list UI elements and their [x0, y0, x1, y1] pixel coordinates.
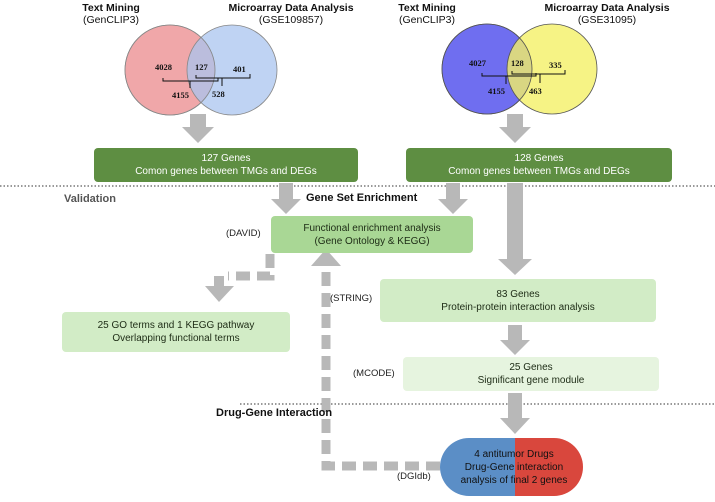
box-ppi-line1: 83 Genes	[496, 288, 540, 300]
venn-right-bracket-right	[511, 70, 566, 83]
venn-left-value-left-total: 4155	[172, 90, 189, 100]
dashed-arrow-drugs-to-enrichment	[321, 262, 440, 471]
venn-left-value-overlap: 127	[195, 62, 208, 72]
tool-david: (DAVID)	[226, 228, 261, 239]
box-go-terms: 25 GO terms and 1 KEGG pathway Overlappi…	[62, 312, 290, 352]
venn-left-value-left-only: 4028	[155, 62, 172, 72]
drugs-pill-left	[440, 438, 515, 496]
right-header-text-mining: Text Mining (GenCLIP3)	[392, 2, 462, 26]
venn-right-value-left-only: 4027	[469, 58, 486, 68]
left-header-text-mining-sub: (GenCLIP3)	[82, 14, 140, 26]
box-go-terms-line2: Overlapping functional terms	[112, 333, 240, 344]
right-header-text-mining-title: Text Mining	[398, 2, 456, 14]
section-gene-set-enrichment: Gene Set Enrichment	[306, 192, 418, 204]
arrow-127-to-enrichment	[271, 183, 301, 214]
venn-right-value-overlap: 128	[511, 58, 524, 68]
section-validation: Validation	[64, 193, 116, 205]
arrow-venn-left-down	[182, 114, 214, 143]
box-127-genes: 127 Genes Comon genes between TMGs and D…	[94, 148, 358, 182]
dashed-arrowhead-go	[205, 286, 234, 302]
box-127-genes-line1: 127 Genes	[201, 153, 251, 164]
tool-string: (STRING)	[330, 293, 373, 304]
left-header-microarray: Microarray Data Analysis (GSE109857)	[222, 2, 360, 26]
venn-left-bracket-left	[162, 78, 219, 88]
right-header-microarray: Microarray Data Analysis (GSE31095)	[538, 2, 676, 26]
box-ppi-line2: Protein-protein interaction analysis	[441, 301, 595, 313]
box-module: 25 Genes Significant gene module	[403, 357, 659, 391]
right-header-text-mining-sub: (GenCLIP3)	[398, 14, 456, 26]
venn-right-value-left-total: 4155	[488, 86, 505, 96]
box-module-line1: 25 Genes	[509, 362, 553, 373]
venn-left-value-right-total: 528	[212, 89, 225, 99]
arrow-module-to-drugs	[500, 393, 530, 434]
box-module-line2: Significant gene module	[477, 375, 585, 386]
tool-mcode: (MCODE)	[353, 368, 395, 379]
venn-right-circle-microarray	[506, 23, 598, 115]
left-header-text-mining-title: Text Mining	[82, 2, 140, 14]
venn-right-circle-outline	[441, 23, 533, 115]
arrow-128-to-enrichment	[438, 183, 468, 214]
box-drugs-line3: analysis of final 2 genes	[460, 474, 568, 486]
flow-arrows	[182, 114, 532, 434]
right-header-microarray-title: Microarray Data Analysis	[544, 2, 670, 14]
section-drug-gene-interaction: Drug-Gene Interaction	[216, 407, 333, 419]
tool-dgidb: (DGIdb)	[397, 471, 431, 482]
arrow-venn-right-down	[499, 114, 531, 143]
box-ppi: 83 Genes Protein-protein interaction ana…	[380, 279, 656, 322]
left-header-text-mining: Text Mining (GenCLIP3)	[76, 2, 146, 26]
box-128-genes-line1: 128 Genes	[514, 153, 564, 164]
box-drugs: 4 antitumor Drugs Drug-Gene interaction …	[446, 440, 582, 494]
venn-right-value-right-only: 335	[549, 60, 562, 70]
venn-left-value-right-only: 401	[233, 64, 246, 74]
box-functional-enrichment-line1: Functional enrichment analysis	[303, 222, 441, 234]
venn-left-bracket-right	[195, 74, 251, 86]
right-header-microarray-sub: (GSE31095)	[577, 14, 637, 26]
left-header-microarray-title: Microarray Data Analysis	[228, 2, 354, 14]
dashed-arrowhead-enrichment	[311, 249, 341, 266]
box-128-genes-line2: Comon genes between TMGs and DEGs	[448, 166, 630, 177]
box-128-genes: 128 Genes Comon genes between TMGs and D…	[406, 148, 672, 182]
venn-right-value-right-total: 463	[529, 86, 542, 96]
dashed-arrow-enrichment-to-go	[228, 254, 275, 281]
left-header-microarray-sub: (GSE109857)	[258, 14, 324, 26]
venn-left-circle-microarray	[186, 24, 278, 116]
venn-left-circle-outline	[124, 24, 216, 116]
arrow-ppi-to-module	[500, 325, 530, 355]
box-functional-enrichment: Functional enrichment analysis (Gene Ont…	[271, 216, 473, 253]
arrow-128-to-ppi	[498, 183, 532, 275]
box-127-genes-line2: Comon genes between TMGs and DEGs	[135, 166, 317, 177]
drugs-pill-right	[515, 438, 583, 496]
dashed-arrow-stem-go	[214, 276, 224, 287]
box-drugs-line1: 4 antitumor Drugs	[474, 448, 554, 460]
box-go-terms-line1: 25 GO terms and 1 KEGG pathway	[97, 320, 255, 331]
box-drugs-line2: Drug-Gene interaction	[464, 461, 564, 473]
box-functional-enrichment-line2: (Gene Ontology & KEGG)	[314, 235, 430, 247]
